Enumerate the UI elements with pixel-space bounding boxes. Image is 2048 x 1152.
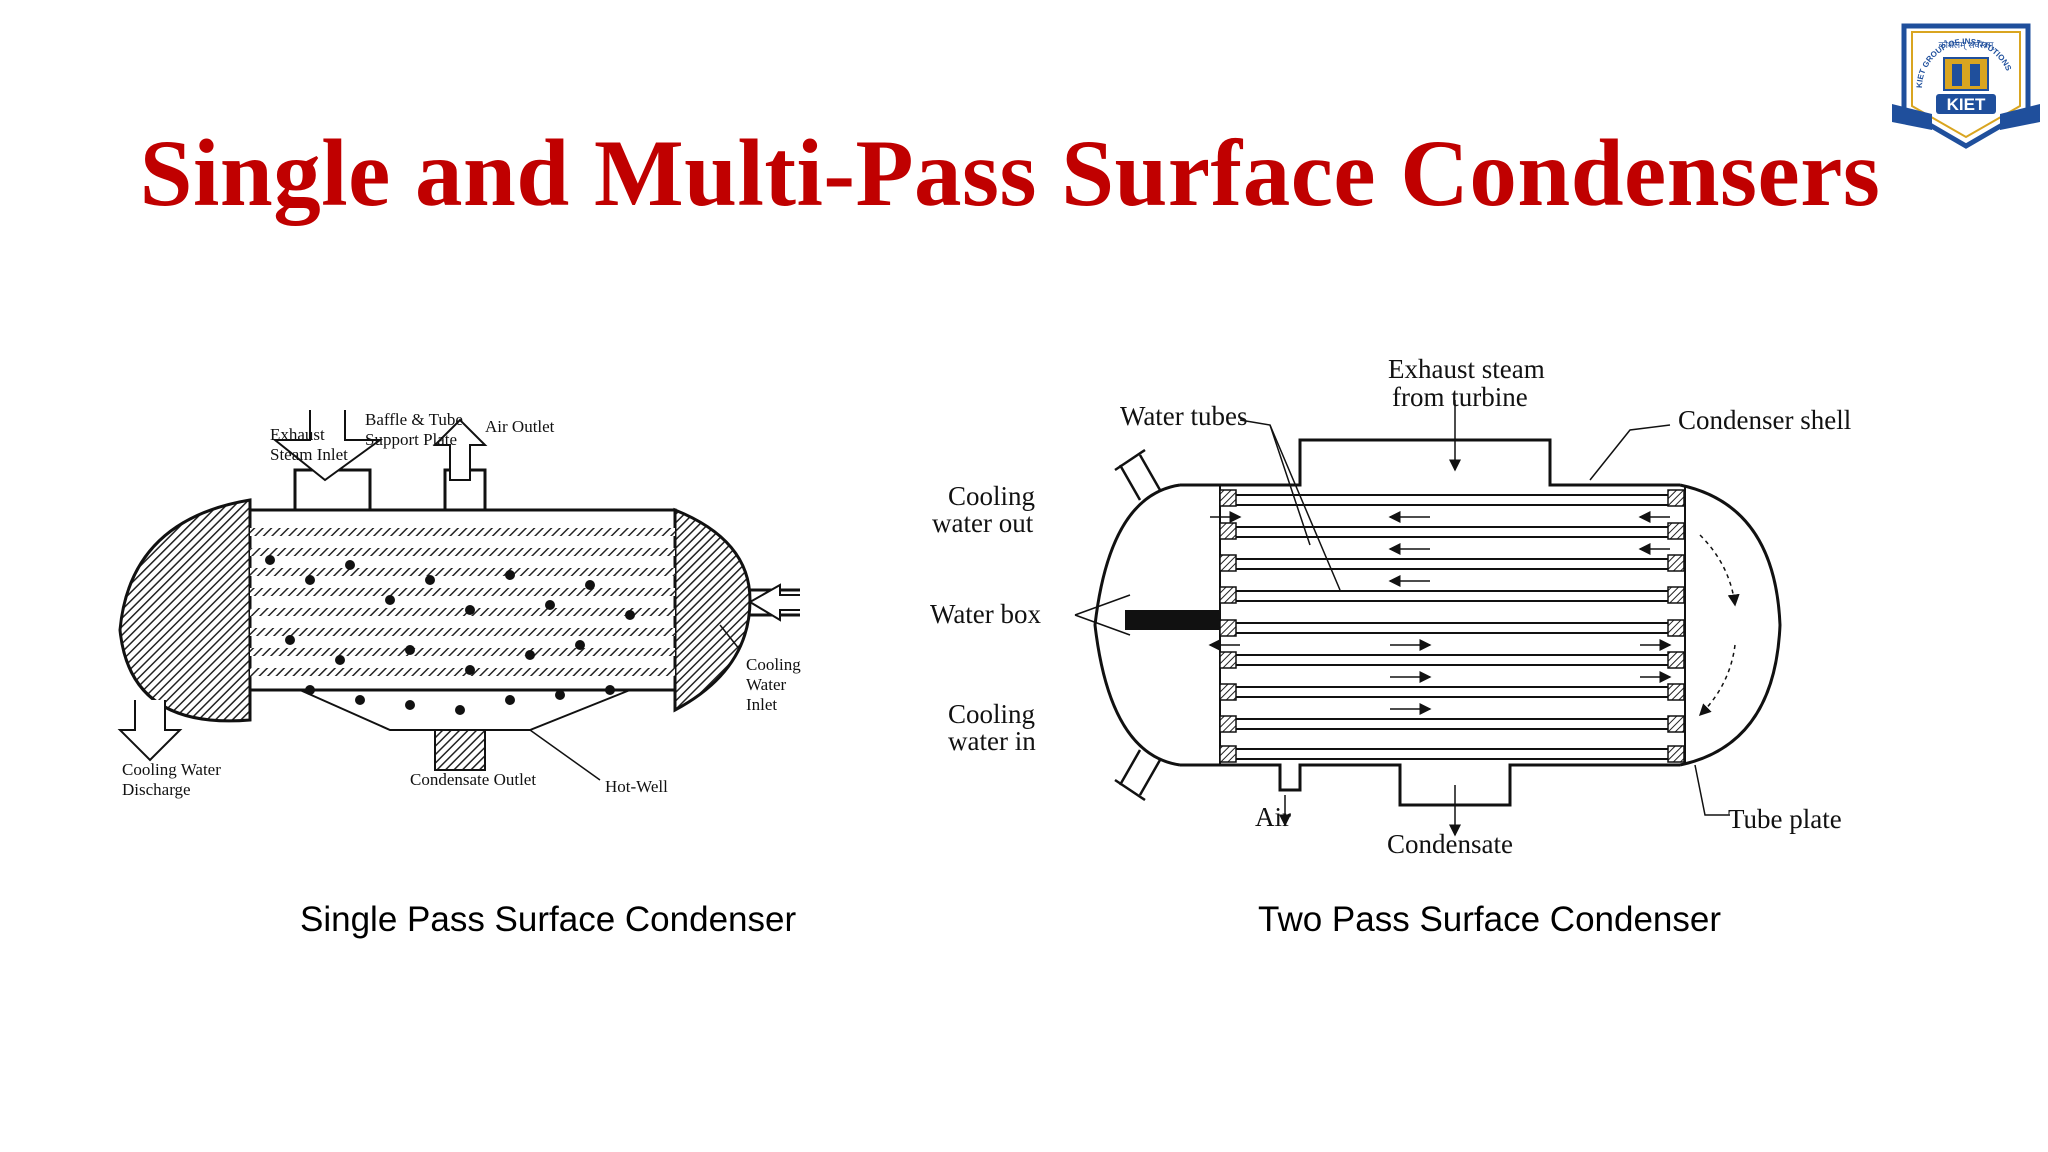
water-tubes [1219, 489, 1685, 763]
label-cooling-in-1: Cooling [948, 699, 1035, 729]
cooling-in-nozzle [1114, 749, 1162, 802]
flow-arrows [1208, 400, 1672, 837]
page-title: Single and Multi-Pass Surface Condensers [139, 120, 1881, 226]
single-pass-diagram: Exhaust Steam Inlet Baffle & Tube Suppor… [117, 410, 801, 799]
caption-two-pass: Two Pass Surface Condenser [1258, 900, 1722, 939]
label-exhaust-2: from turbine [1392, 382, 1528, 412]
shell-top [1180, 438, 1680, 487]
label-cooling-out-2: water out [932, 508, 1034, 538]
cooling-discharge-arrow [117, 700, 183, 762]
air-outlet-arrow [432, 418, 488, 481]
caption-single-pass: Single Pass Surface Condenser [300, 900, 797, 939]
shell-body [248, 508, 677, 692]
label-condensate: Condensate [1387, 829, 1513, 859]
label-condenser-shell: Condenser shell [1678, 405, 1851, 435]
label-exhaust-1: Exhaust [270, 425, 325, 444]
label-water-tubes: Water tubes [1120, 401, 1248, 431]
right-head [673, 507, 752, 713]
label-tube-plate: Tube plate [1728, 804, 1842, 834]
label-air-outlet: Air Outlet [485, 417, 555, 436]
steam-inlet-arrow [272, 410, 384, 482]
label-condensate-outlet: Condensate Outlet [410, 770, 536, 789]
tube-bank [250, 528, 675, 676]
label-exhaust-2: Steam Inlet [270, 445, 348, 464]
logo-text: KIET [1947, 95, 1986, 114]
label-cooling-discharge-2: Discharge [122, 780, 191, 799]
label-cooling-inlet-1: Cooling [746, 655, 801, 674]
kiet-logo: कौशलम् सर्वस्वम् KIET KIET GROUP OF INST… [1892, 23, 2040, 149]
water-box-divider [1125, 610, 1220, 630]
condensate-droplets [265, 555, 635, 715]
label-water-box: Water box [930, 599, 1042, 629]
label-cooling-out-1: Cooling [948, 481, 1035, 511]
two-pass-diagram: Exhaust steam from turbine Water tubes C… [930, 354, 1851, 859]
label-cooling-discharge-1: Cooling Water [122, 760, 221, 779]
label-cooling-in-2: water in [948, 726, 1036, 756]
logo-motto: कौशलम् सर्वस्वम् [1939, 39, 1996, 51]
label-baffle-2: Support Plate [365, 430, 457, 449]
cooling-out-nozzle [1114, 448, 1162, 501]
left-head [118, 498, 252, 723]
label-cooling-inlet-2: Water [746, 675, 786, 694]
left-water-box [1093, 483, 1181, 767]
cooling-inlet-arrow [748, 583, 800, 622]
right-water-box [1679, 483, 1782, 767]
condensate-outlet-pipe [434, 729, 486, 771]
label-baffle-1: Baffle & Tube [365, 410, 463, 429]
shell-bottom [1180, 763, 1680, 807]
label-air: Air [1255, 802, 1291, 832]
label-hot-well: Hot-Well [605, 777, 668, 796]
label-cooling-inlet-3: Inlet [746, 695, 777, 714]
label-exhaust-1: Exhaust steam [1388, 354, 1545, 384]
